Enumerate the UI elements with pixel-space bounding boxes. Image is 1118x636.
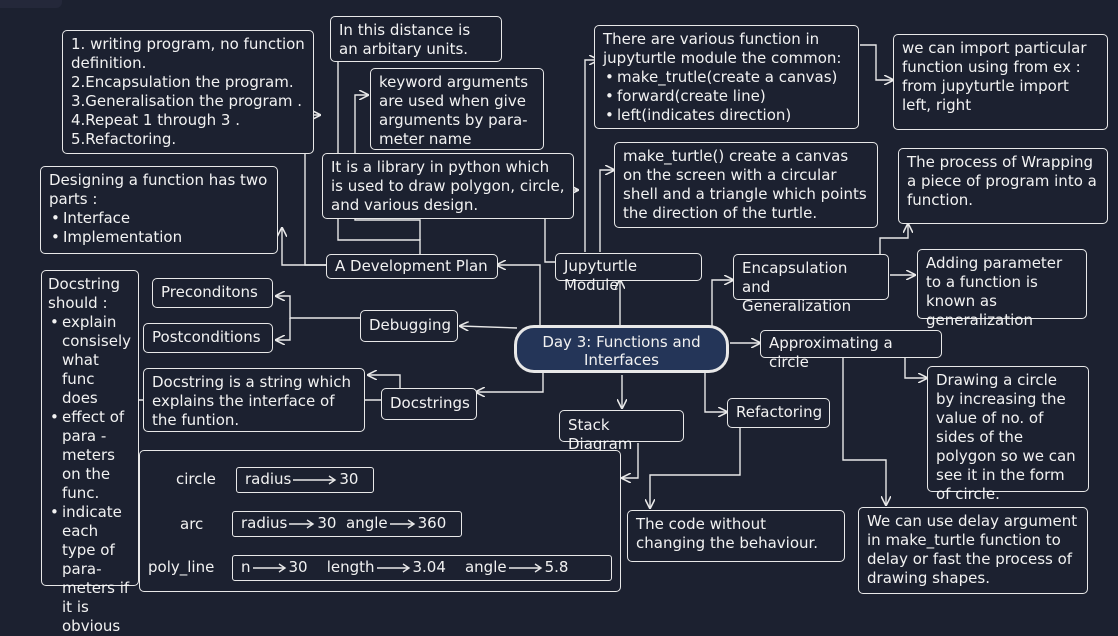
param-name: length <box>326 558 375 576</box>
node-encapsulation-label: Encapsulation and Generalization <box>742 259 852 315</box>
design-note-box: Designing a function has two parts : Int… <box>40 166 278 254</box>
arrow-icon <box>252 562 286 573</box>
node-development-plan[interactable]: A Development Plan <box>326 254 498 279</box>
refactoring-note-box: The code without changing the behaviour. <box>627 510 845 562</box>
dev-plan-step: 2.Encapsulation the program. <box>71 73 294 91</box>
wrapping-note-text: The process of Wrapping a piece of progr… <box>907 153 1097 209</box>
param-name: radius <box>245 470 292 488</box>
preconditions-box: Preconditons <box>152 278 273 308</box>
library-note-text: It is a library in python which is used … <box>331 158 565 214</box>
param-value: 30 <box>339 470 359 488</box>
jupyturtle-function-item: make_trutle(create a canvas) <box>603 68 850 87</box>
jupyturtle-functions-box: There are various function in jupyturtle… <box>594 25 859 129</box>
node-refactoring[interactable]: Refactoring <box>727 398 830 428</box>
stack-frame-params: radius 30 angle 360 <box>232 511 462 537</box>
keyword-note-text: keyword arguments are used when give arg… <box>379 73 529 148</box>
arrow-icon <box>389 518 415 529</box>
jupyturtle-function-item: left(indicates direction) <box>603 106 850 125</box>
stack-frame-name: circle <box>176 470 216 488</box>
docstring-should-title: Docstring should : <box>48 275 121 312</box>
docstring-should-item: effect of para - meters on the func. <box>48 408 132 503</box>
distance-note-box: In this distance is an arbitary units. <box>330 16 502 62</box>
param-name: radius <box>241 514 288 532</box>
param-name: n <box>241 558 251 576</box>
central-topic-line1: Day 3: Functions and <box>542 333 701 351</box>
wrapping-note-box: The process of Wrapping a piece of progr… <box>898 148 1108 224</box>
docstring-should-item: explain consisely what func does <box>48 313 132 408</box>
node-docstrings[interactable]: Docstrings <box>381 388 477 420</box>
drawing-circle-note-text: Drawing a circle by increasing the value… <box>936 371 1076 503</box>
node-development-plan-label: A Development Plan <box>335 257 488 275</box>
postconditions-box: Postconditions <box>143 323 273 353</box>
param-name: angle <box>464 558 507 576</box>
node-refactoring-label: Refactoring <box>736 403 823 421</box>
design-note-item: Implementation <box>49 228 269 247</box>
node-approximating-circle-label: Approximating a circle <box>769 334 893 371</box>
import-note-box: we can import particular function using … <box>893 34 1108 130</box>
dev-plan-steps-box: 1. writing program, no function definiti… <box>62 30 314 154</box>
dev-plan-step: 5.Refactoring. <box>71 130 177 148</box>
node-debugging[interactable]: Debugging <box>360 310 458 342</box>
stack-frame-name: poly_line <box>148 558 215 576</box>
drawing-circle-note-box: Drawing a circle by increasing the value… <box>927 366 1089 503</box>
node-stack-diagram[interactable]: Stack Diagram <box>559 410 684 453</box>
stack-diagram-table: circle arc poly_line radius 30 radius 30 a… <box>139 450 621 592</box>
stack-frame-name: arc <box>180 515 204 533</box>
library-note-box: It is a library in python which is used … <box>322 153 574 219</box>
dev-plan-step: 4.Repeat 1 through 3 . <box>71 111 240 129</box>
arrow-icon <box>293 474 337 485</box>
arrow-icon <box>376 562 410 573</box>
param-value: 30 <box>317 514 337 532</box>
generalization-note-text: Adding parameter to a function is known … <box>926 254 1063 329</box>
central-topic-line2: Interfaces <box>584 351 659 369</box>
param-value: 5.8 <box>544 558 569 576</box>
stack-frame-params: n 30 length 3.04 angle 5.8 <box>232 555 612 581</box>
jupyturtle-functions-title: There are various function in jupyturtle… <box>603 30 842 67</box>
refactoring-note-text: The code without changing the behaviour. <box>636 515 819 552</box>
param-value: 360 <box>417 514 447 532</box>
dev-plan-step: 3.Generalisation the program . <box>71 92 303 110</box>
param-name: angle <box>346 514 388 532</box>
make-turtle-note-box: make_turtle() create a canvas on the scr… <box>614 142 878 228</box>
node-jupyturtle-module-label: Jupyturtle Module <box>564 257 638 294</box>
delay-note-box: We can use delay argument in make_turtle… <box>858 507 1088 594</box>
distance-note-text: In this distance is an arbitary units. <box>339 21 471 58</box>
keyword-note-box: keyword arguments are used when give arg… <box>370 68 544 150</box>
dev-plan-step: 1. writing program, no function definiti… <box>71 35 305 72</box>
arrow-icon <box>289 518 315 529</box>
import-note-text: we can import particular function using … <box>902 39 1087 114</box>
stack-frame-params: radius 30 <box>236 467 374 493</box>
node-encapsulation-generalization[interactable]: Encapsulation and Generalization <box>733 254 889 315</box>
node-docstrings-label: Docstrings <box>390 394 470 412</box>
docstring-definition-box: Docstring is a string which explains the… <box>143 368 365 432</box>
docstring-definition-text: Docstring is a string which explains the… <box>152 373 352 429</box>
arrow-icon <box>508 562 542 573</box>
node-stack-diagram-label: Stack Diagram <box>568 416 633 453</box>
param-value: 30 <box>288 558 308 576</box>
preconditions-text: Preconditons <box>161 283 258 301</box>
top-left-corner-tab <box>0 0 62 8</box>
node-debugging-label: Debugging <box>369 316 452 334</box>
param-value: 3.04 <box>412 558 446 576</box>
jupyturtle-function-item: forward(create line) <box>603 87 850 106</box>
generalization-note-box: Adding parameter to a function is known … <box>917 249 1087 329</box>
docstring-should-item: indicate each type of para- meters if it… <box>48 503 132 636</box>
postconditions-text: Postconditions <box>152 328 261 346</box>
design-note-title: Designing a function has two parts : <box>49 171 268 208</box>
node-approximating-circle[interactable]: Approximating a circle <box>760 330 942 371</box>
design-note-item: Interface <box>49 209 269 228</box>
node-jupyturtle-module[interactable]: Jupyturtle Module <box>555 253 702 294</box>
central-topic-node[interactable]: Day 3: Functions and Interfaces <box>514 325 729 373</box>
docstring-should-box: Docstring should : explain consisely wha… <box>41 270 139 635</box>
make-turtle-note-text: make_turtle() create a canvas on the scr… <box>623 147 867 222</box>
delay-note-text: We can use delay argument in make_turtle… <box>867 512 1078 587</box>
